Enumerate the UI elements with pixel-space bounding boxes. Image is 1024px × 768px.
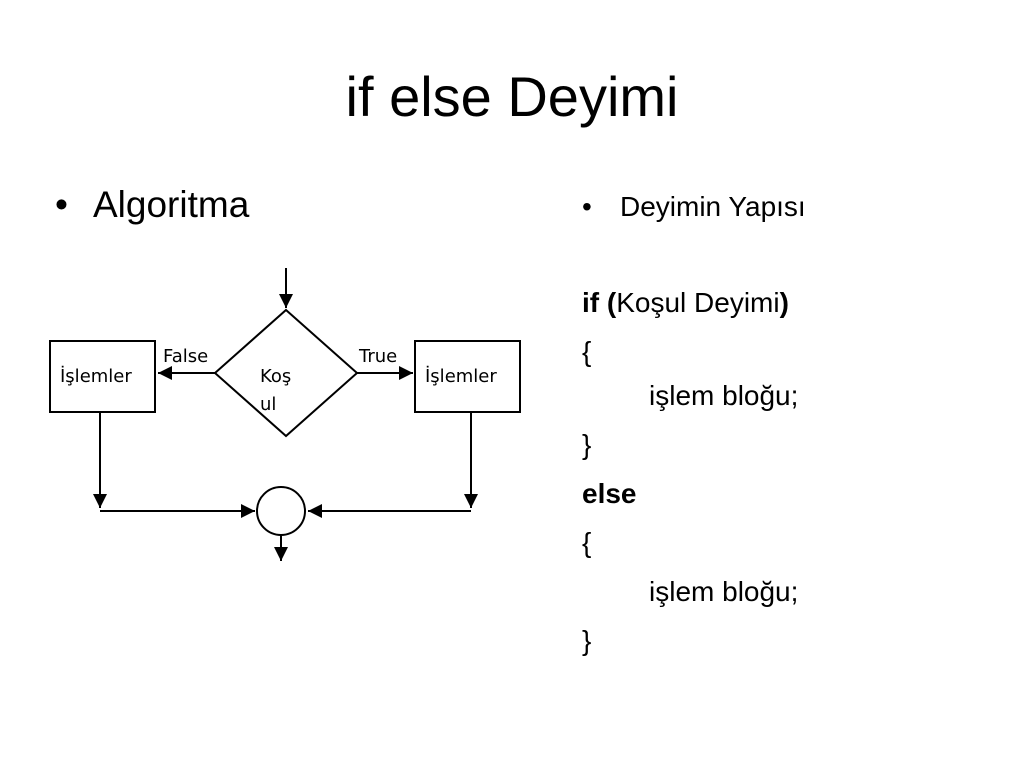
condition-label-line1: Koş <box>260 366 291 387</box>
code-block-1: işlem bloğu; <box>649 380 799 411</box>
false-process-box <box>49 340 156 413</box>
bullet-dot: • <box>582 191 592 222</box>
true-label: True <box>358 346 397 367</box>
code-brace-close-1: } <box>582 429 592 460</box>
structure-bullet: • Deyimin Yapısı <box>582 189 806 225</box>
else-keyword: else <box>582 478 637 509</box>
condition-expression: Koşul Deyimi <box>616 287 780 318</box>
if-keyword: if <box>582 287 600 318</box>
merge-connector <box>256 486 306 536</box>
code-brace-open-1: { <box>582 336 592 367</box>
structure-heading: Deyimin Yapısı <box>620 191 806 222</box>
code-block-2: işlem bloğu; <box>649 576 799 607</box>
slide-title: if else Deyimi <box>345 65 679 128</box>
code-if-line: if (Koşul Deyimi) <box>582 285 789 321</box>
condition-label-line2: ul <box>260 394 276 415</box>
close-paren: ) <box>779 287 789 318</box>
algorithm-heading: Algoritma <box>93 184 250 225</box>
false-label: False <box>163 346 208 367</box>
true-process-box <box>414 340 521 413</box>
code-brace-open-2: { <box>582 527 592 558</box>
algorithm-bullet: • Algoritma <box>55 182 249 228</box>
true-process-label: İşlemler <box>425 366 497 387</box>
open-paren: ( <box>606 287 617 318</box>
false-process-label: İşlemler <box>60 366 132 387</box>
bullet-dot: • <box>55 184 68 225</box>
condition-diamond <box>213 308 359 438</box>
code-brace-close-2: } <box>582 625 592 656</box>
